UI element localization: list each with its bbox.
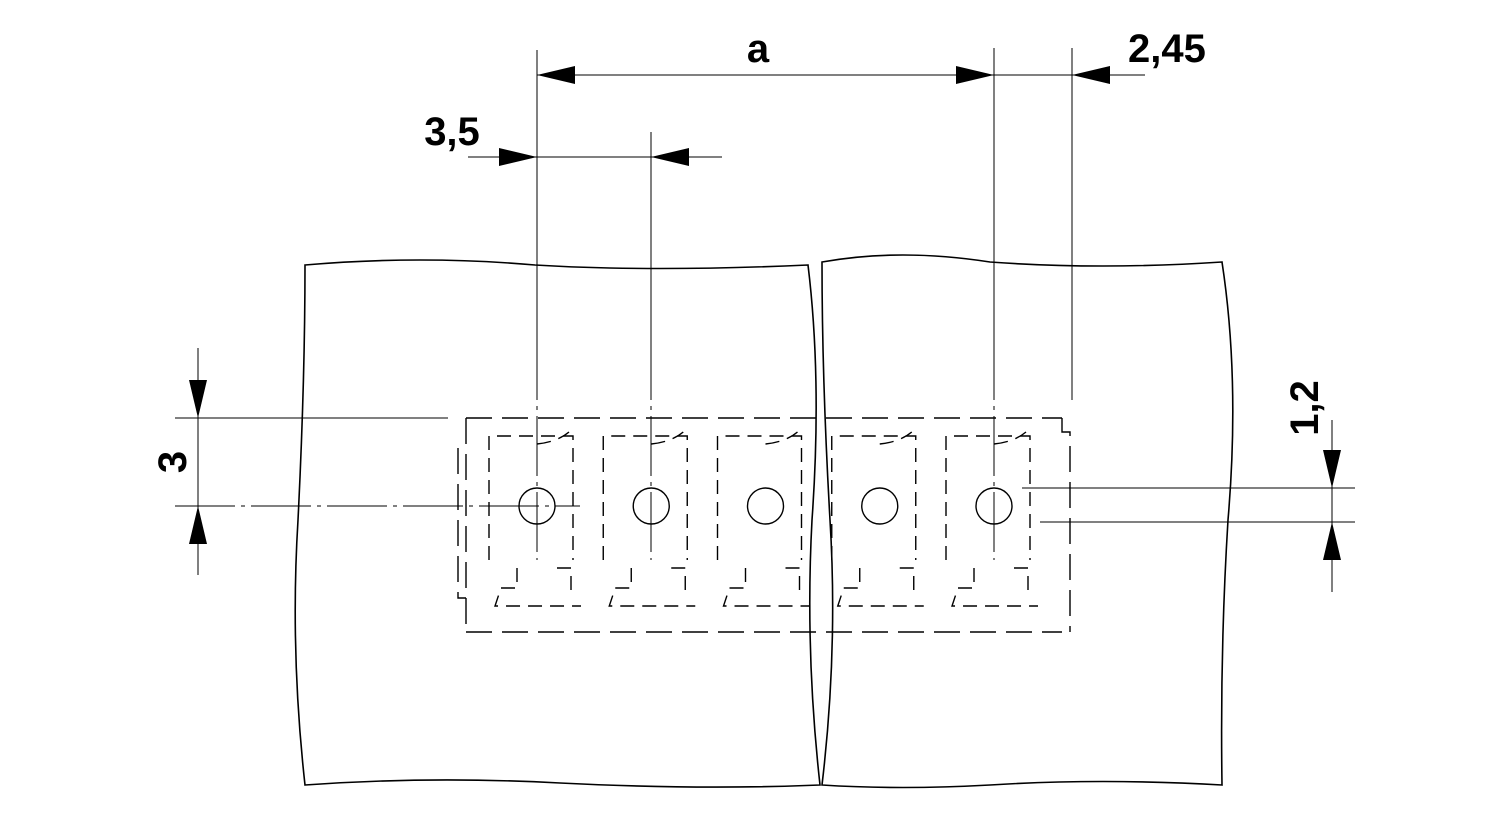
pin-latch	[765, 431, 798, 445]
dimension-hole-offset-label: 1,2	[1283, 380, 1327, 436]
pin-foot-step	[899, 567, 915, 590]
pin-foot	[608, 568, 696, 607]
pin-foot	[722, 568, 810, 607]
pin-foot	[836, 568, 924, 607]
pin-hole	[861, 487, 899, 525]
pin-foot	[494, 568, 581, 607]
pin-foot-step	[1014, 567, 1029, 590]
pin-hole	[746, 487, 785, 525]
pin-foot-step	[671, 567, 686, 590]
dimension-offset-label: 2,45	[1128, 27, 1206, 71]
pin-latch	[993, 431, 1027, 445]
dimension-row-offset-label: 3	[151, 451, 195, 473]
pin-housing	[945, 435, 1031, 560]
dimension-hole-offset: 1,2	[1022, 380, 1355, 592]
pin-foot-step	[557, 567, 572, 590]
connector-footprint	[457, 417, 1071, 633]
dimension-pitch: 3,5	[424, 110, 722, 166]
pin-housing	[488, 435, 574, 560]
board-left	[294, 259, 821, 788]
centerlines	[175, 48, 1073, 560]
pin-housing	[602, 435, 688, 560]
pin-housing	[831, 435, 917, 560]
pin-latch	[651, 431, 684, 445]
dimension-row-offset: 3	[151, 348, 448, 575]
board-right	[821, 254, 1234, 789]
dimension-a: a	[537, 27, 994, 84]
dimension-a-label: a	[747, 27, 770, 71]
pin-latch	[879, 431, 913, 445]
pin-foot	[951, 568, 1038, 607]
pin-latch	[536, 431, 570, 445]
dimension-pitch-label: 3,5	[424, 110, 480, 154]
pin-housing	[716, 435, 803, 560]
pin-foot-step	[785, 567, 801, 590]
dimension-offset: 2,45	[994, 27, 1206, 84]
